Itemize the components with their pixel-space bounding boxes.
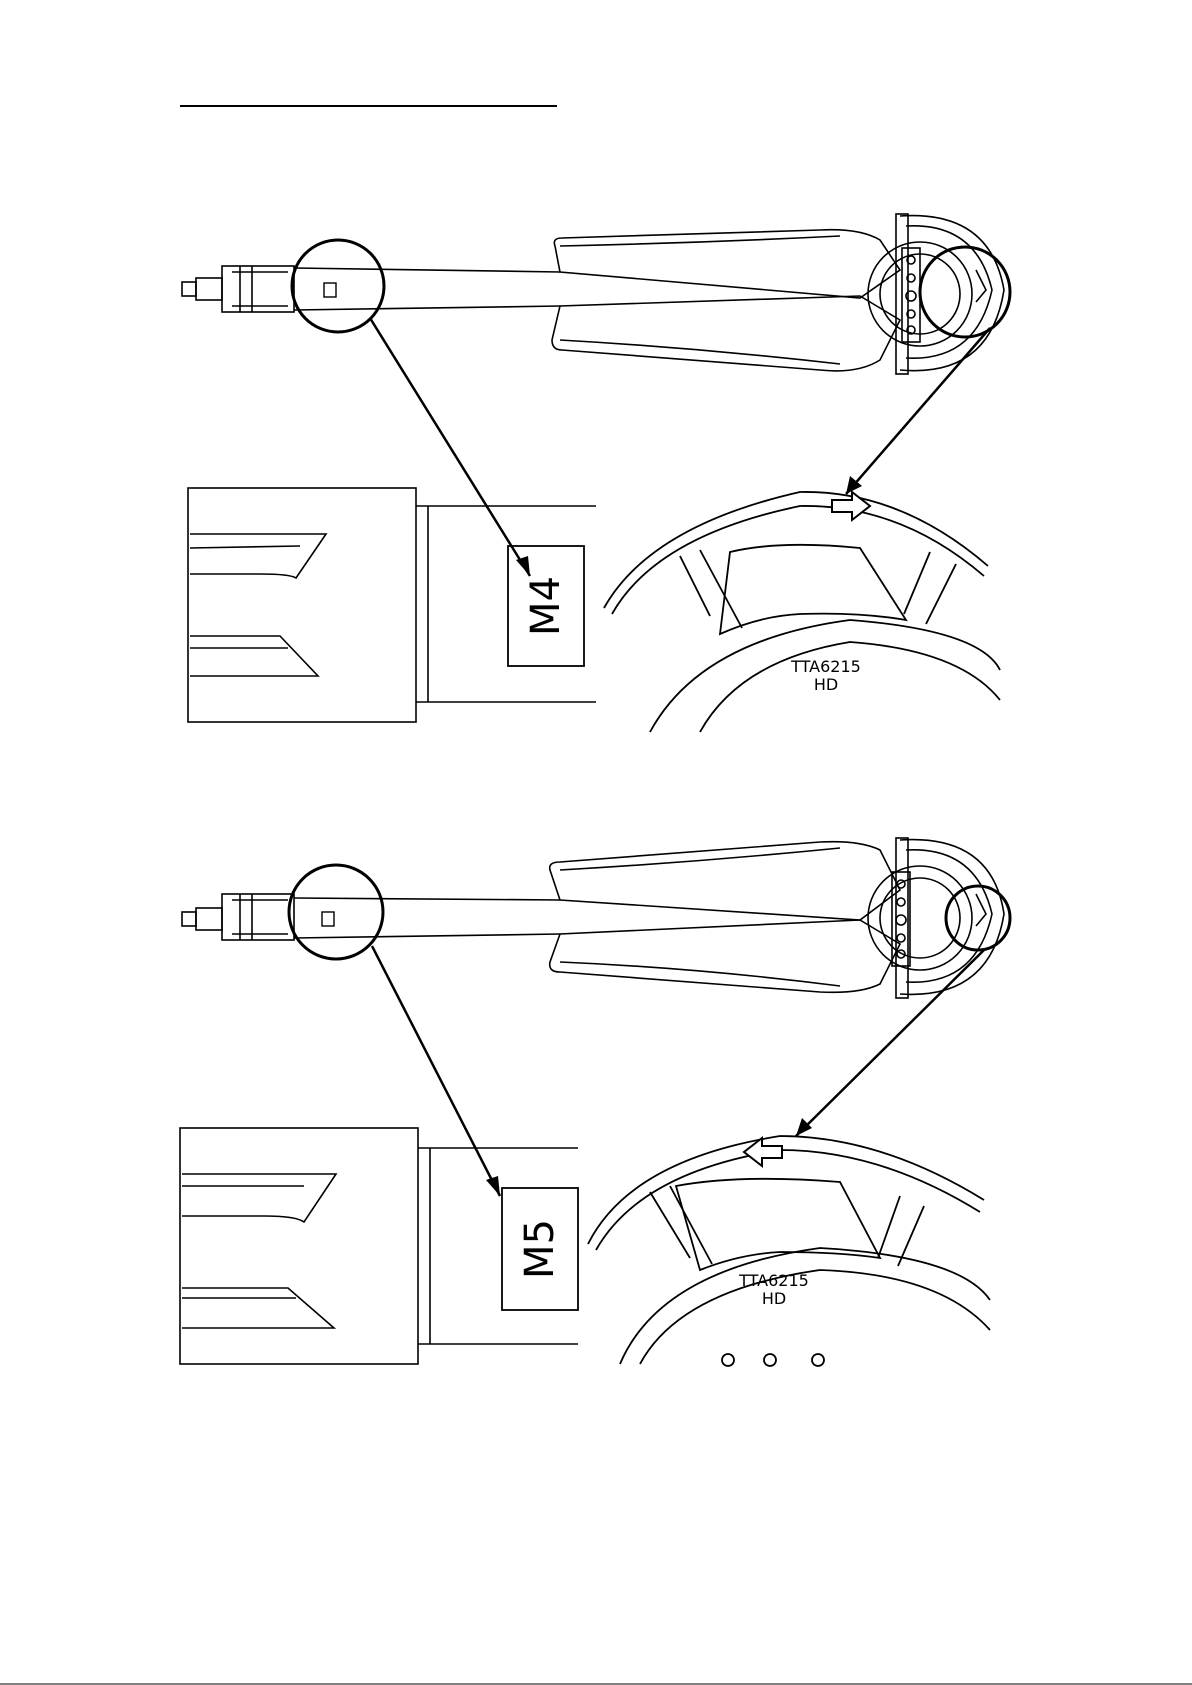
model-suffix-1: HD bbox=[814, 675, 838, 694]
callout-circle-label-2 bbox=[289, 865, 383, 959]
model-label-1: TTA6215 bbox=[790, 657, 861, 676]
propeller-side-view-2 bbox=[182, 838, 1004, 998]
arm-label-2: M5 bbox=[517, 1219, 563, 1279]
callout-circle-arrow-2 bbox=[946, 886, 1010, 950]
hub-detail-1 bbox=[604, 492, 1000, 732]
figure-2: M5 TTA6215 HD bbox=[180, 838, 1010, 1366]
propeller-side-view-1 bbox=[182, 214, 1004, 374]
arm-label-1: M4 bbox=[523, 576, 569, 636]
model-label-2: TTA6215 bbox=[738, 1271, 809, 1290]
figure-1: M4 TTA6215 HD bbox=[182, 214, 1010, 732]
leader-line-label-1 bbox=[370, 318, 530, 576]
leader-line-arrow-1 bbox=[846, 328, 990, 494]
direction-arrow-1 bbox=[832, 492, 870, 520]
model-suffix-2: HD bbox=[762, 1289, 786, 1308]
hub-detail-2 bbox=[588, 1136, 990, 1366]
leader-arrowhead-label-2 bbox=[486, 1176, 500, 1196]
callout-circle-arrow-1 bbox=[920, 247, 1010, 337]
leader-line-label-2 bbox=[372, 946, 500, 1196]
leader-line-arrow-2 bbox=[796, 950, 984, 1136]
leader-arrowhead-arrow-2 bbox=[796, 1118, 812, 1136]
